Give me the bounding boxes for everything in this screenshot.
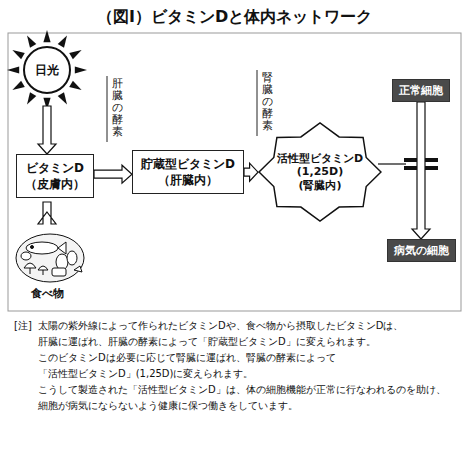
- diagram-frame: [8, 33, 461, 311]
- sun-ray: [43, 30, 50, 42]
- sun-rays: [7, 30, 87, 110]
- sun-ray: [69, 81, 81, 90]
- node-text: ビタミンD: [25, 160, 85, 176]
- process-box: ビタミンD（皮膚内）: [16, 154, 94, 198]
- cell-box: 正常細胞: [392, 79, 450, 102]
- sun-circle: 日光: [23, 46, 71, 94]
- food-arrow: [38, 202, 56, 224]
- sun-ray: [58, 35, 67, 47]
- sun-ray: [27, 35, 36, 47]
- node-text: 活性型ビタミンD: [277, 152, 363, 165]
- food-label: 食べ物: [31, 286, 64, 301]
- enzyme-line: [257, 70, 258, 136]
- node-text: (1,25D): [297, 165, 343, 178]
- note-text: こうして製造された「活性型ビタミンD」は、体の細胞機能が正常に行なわれるのを助け…: [38, 382, 446, 398]
- starburst-shape: [259, 123, 381, 221]
- node-text: （肝臓内）: [141, 172, 235, 188]
- sun-ray: [27, 92, 36, 104]
- block-mark: [378, 158, 438, 170]
- food-illustration: [16, 234, 84, 282]
- figure-title: （図Ⅰ）ビタミンDと体内ネットワーク: [97, 7, 372, 28]
- note-mark: [注]: [14, 318, 32, 334]
- connector-arrow: [94, 165, 132, 183]
- process-box: 貯蔵型ビタミンD（肝臓内）: [132, 150, 244, 194]
- node-text: 日光: [35, 62, 59, 79]
- enzyme-label: 腎臓の酵素: [262, 72, 273, 132]
- connector-arrow: [38, 106, 56, 154]
- sun-ray: [7, 66, 19, 73]
- note-text: 細胞が病気にならないよう健康に保つ働きをしています。: [38, 398, 298, 414]
- node-text: 正常細胞: [399, 83, 443, 98]
- sun-ray: [12, 50, 24, 59]
- note-text: 肝臓に運ばれ、肝臓の酵素によって「貯蔵型ビタミンD」に変えられます。: [38, 334, 376, 350]
- sun-ray: [58, 92, 67, 104]
- node-text: 病気の細胞: [394, 243, 449, 258]
- node-text: (腎臓内): [298, 179, 341, 192]
- node-text: （皮膚内）: [25, 176, 85, 192]
- starburst-node: 活性型ビタミンD(1,25D)(腎臓内): [258, 122, 382, 222]
- connector-arrow: [412, 102, 430, 239]
- node-text: 貯蔵型ビタミンD: [141, 156, 235, 172]
- note-text: 太陽の紫外線によって作られたビタミンDや、食べ物から摂取したビタミンDは、: [38, 318, 403, 334]
- enzyme-line: [107, 76, 108, 142]
- note-text: このビタミンDは必要に応じて腎臓に運ばれ、腎臓の酵素によって: [38, 350, 336, 366]
- sun-ray: [12, 81, 24, 90]
- note-text: 「活性型ビタミンD」(1,25D)に変えられます。: [38, 366, 253, 382]
- enzyme-label: 肝臓の酵素: [112, 78, 123, 138]
- sun-ray: [69, 50, 81, 59]
- cell-box: 病気の細胞: [387, 239, 456, 262]
- connector-arrow: [244, 163, 258, 181]
- sun-ray: [75, 66, 87, 73]
